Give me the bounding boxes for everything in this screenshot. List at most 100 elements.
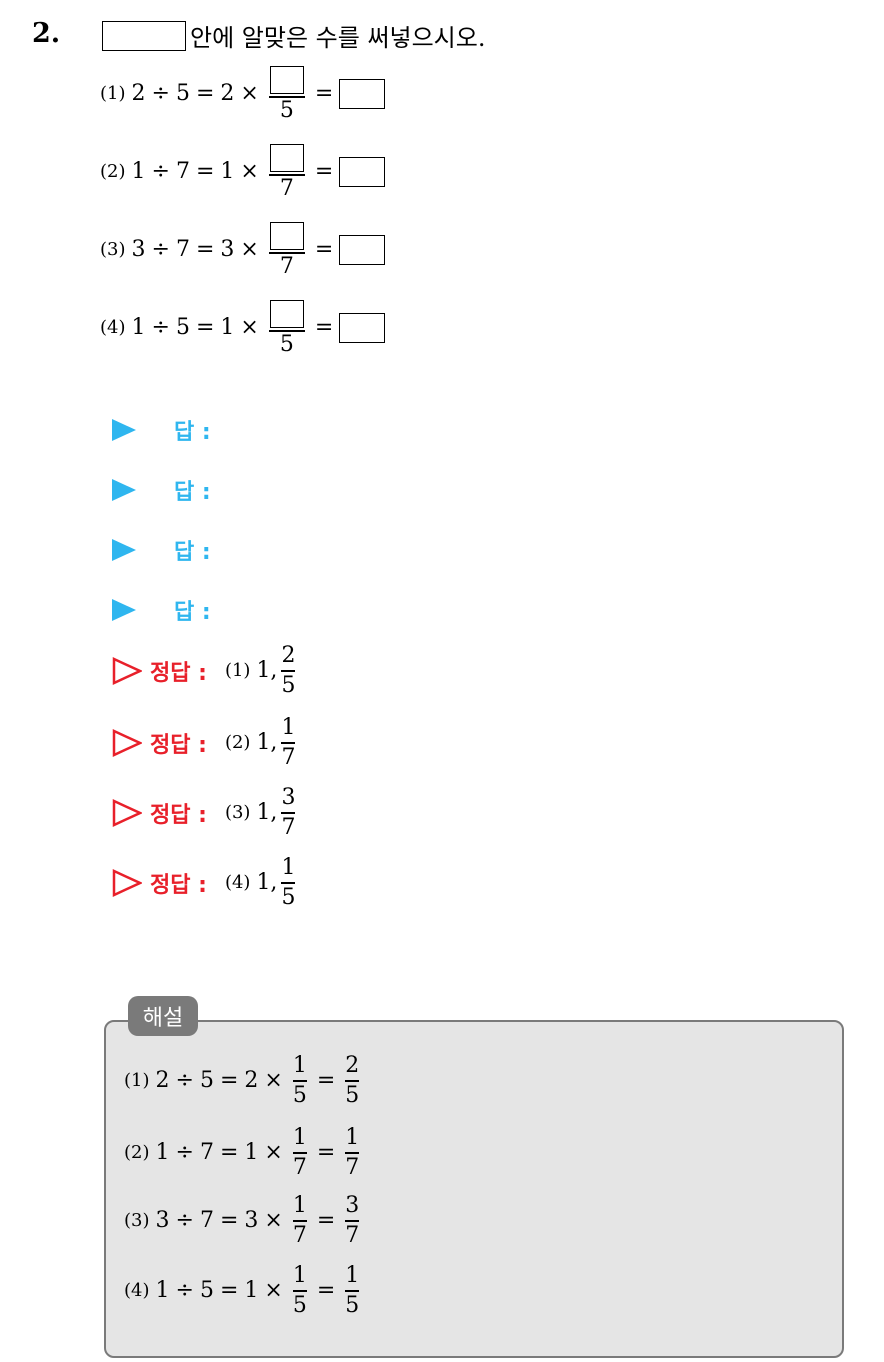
times-sign: ×	[240, 159, 259, 185]
correct-whole: 1,	[256, 658, 278, 684]
answer-row-3[interactable]: 답 :	[112, 534, 211, 566]
dividend: 1	[155, 1278, 170, 1304]
correct-fraction: 1 7	[281, 715, 296, 770]
result-numerator: 1	[345, 1125, 360, 1150]
equals-sign: =	[314, 237, 334, 263]
question-instruction-row: 안에 알맞은 수를 써넣으시오.	[102, 18, 485, 53]
multiplicand: 1	[220, 315, 235, 341]
correct-row-2: 정답 : (2) 1, 1 7	[112, 716, 299, 770]
divisor: 5	[199, 1068, 214, 1094]
equals-sign: =	[195, 315, 215, 341]
correct-row-3: 정답 : (3) 1, 3 7	[112, 786, 299, 840]
dividend: 1	[131, 159, 146, 185]
fraction-denominator: 5	[292, 1292, 307, 1318]
solution-fraction: 1 5	[292, 1264, 307, 1318]
divisor: 7	[199, 1140, 214, 1166]
solution-result: 3 7	[345, 1193, 360, 1248]
outline-triangle-icon	[112, 656, 142, 685]
fraction-denominator: 7	[281, 814, 296, 840]
correct-row-1: 정답 : (1) 1, 2 5	[112, 644, 299, 698]
fraction-numerator: 3	[281, 785, 296, 810]
fraction-numerator: 2	[281, 643, 296, 668]
result-numerator: 1	[345, 1263, 360, 1288]
answer-input-box[interactable]	[339, 234, 386, 265]
fraction-denominator: 7	[292, 1222, 307, 1248]
multiplicand: 1	[244, 1278, 259, 1304]
solution-label: (2)	[124, 1142, 150, 1164]
fraction-numerator: 1	[292, 1193, 307, 1218]
correct-item-label: (1)	[224, 660, 251, 682]
solution-fraction: 1 5	[292, 1053, 307, 1108]
dividend: 3	[155, 1208, 170, 1234]
dividend: 1	[131, 315, 146, 341]
multiplicand: 1	[220, 159, 235, 185]
div-sign: ÷	[175, 1140, 194, 1166]
equals-sign: =	[316, 1140, 336, 1166]
solution-result: 1 5	[345, 1263, 360, 1318]
solution-label: (4)	[124, 1280, 150, 1302]
problem-label: (3)	[100, 239, 126, 261]
result-denominator: 7	[345, 1154, 360, 1180]
answer-input-box[interactable]	[339, 78, 386, 109]
correct-item-label: (4)	[224, 872, 251, 894]
result-numerator: 3	[345, 1193, 360, 1218]
outline-triangle-icon	[112, 728, 142, 757]
numerator-input-box[interactable]	[269, 66, 304, 94]
solution-result: 2 5	[345, 1053, 360, 1108]
correct-label: 정답 :	[150, 732, 207, 758]
answer-input-box[interactable]	[339, 156, 386, 187]
correct-fraction: 1 5	[281, 856, 296, 910]
answer-input-box[interactable]	[339, 312, 386, 343]
correct-row-4: 정답 : (4) 1, 1 5	[112, 856, 299, 910]
denominator: 7	[279, 253, 294, 279]
result-numerator: 2	[345, 1053, 360, 1078]
fraction-numerator: 1	[281, 715, 296, 740]
times-sign: ×	[240, 315, 259, 341]
correct-value: (1) 1, 2 5	[225, 644, 300, 698]
dividend: 2	[131, 81, 146, 107]
play-triangle-icon	[112, 479, 136, 501]
fraction-with-blank: 7	[268, 222, 305, 279]
equals-sign: =	[219, 1068, 239, 1094]
correct-label: 정답 :	[150, 802, 207, 828]
fraction-denominator: 7	[292, 1154, 307, 1180]
answer-row-2[interactable]: 답 :	[112, 474, 211, 506]
correct-value: (4) 1, 1 5	[225, 856, 300, 910]
div-sign: ÷	[175, 1208, 194, 1234]
numerator-input-box[interactable]	[269, 222, 304, 250]
equals-sign: =	[316, 1278, 336, 1304]
solution-line-1: (1) 2 ÷ 5 = 2 × 1 5 = 2 5	[124, 1054, 363, 1108]
correct-item-label: (3)	[224, 802, 251, 824]
correct-fraction: 3 7	[281, 785, 296, 840]
equals-sign: =	[314, 81, 334, 107]
div-sign: ÷	[151, 81, 170, 107]
solution-tab: 해설	[128, 996, 198, 1036]
fraction-denominator: 5	[292, 1082, 307, 1108]
problem-2: (2) 1 ÷ 7 = 1 × 7 =	[100, 144, 386, 200]
numerator-input-box[interactable]	[269, 144, 304, 172]
solution-line-2: (2) 1 ÷ 7 = 1 × 1 7 = 1 7	[124, 1126, 363, 1180]
correct-label: 정답 :	[150, 872, 207, 898]
problem-label: (2)	[100, 161, 126, 183]
solution-fraction: 1 7	[292, 1126, 307, 1180]
equals-sign: =	[195, 237, 215, 263]
fraction-numerator: 1	[292, 1053, 307, 1078]
answer-row-1[interactable]: 답 :	[112, 414, 211, 446]
result-denominator: 5	[345, 1082, 360, 1108]
times-sign: ×	[240, 81, 259, 107]
div-sign: ÷	[175, 1278, 194, 1304]
times-sign: ×	[264, 1068, 283, 1094]
answer-label: 답 :	[174, 600, 211, 625]
solution-label: (3)	[124, 1210, 150, 1232]
equals-sign: =	[219, 1140, 239, 1166]
fraction-with-blank: 5	[268, 66, 305, 123]
answer-row-4[interactable]: 답 :	[112, 594, 211, 626]
times-sign: ×	[264, 1208, 283, 1234]
play-triangle-icon	[112, 539, 136, 561]
denominator: 5	[279, 97, 294, 123]
numerator-input-box[interactable]	[269, 300, 304, 328]
divisor: 7	[199, 1208, 214, 1234]
div-sign: ÷	[151, 237, 170, 263]
denominator: 5	[279, 331, 294, 357]
answer-label: 답 :	[174, 480, 211, 505]
